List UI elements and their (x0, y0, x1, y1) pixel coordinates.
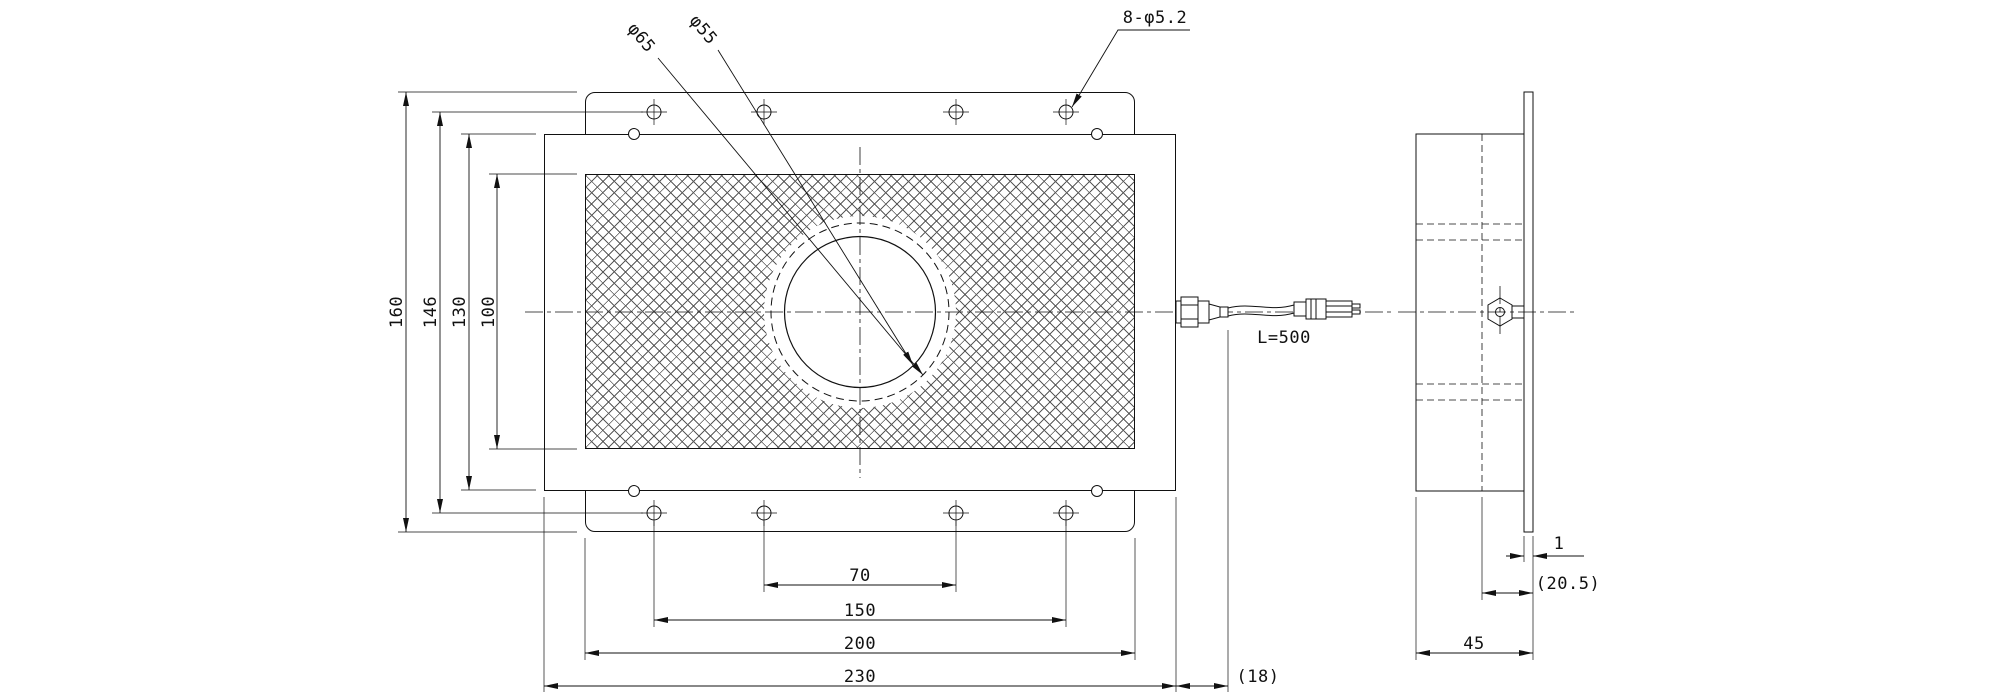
side-view (1398, 91, 1584, 660)
dim-230: 230 (843, 667, 877, 687)
gland-hex-flats (1181, 304, 1198, 320)
dim-160: 160 (387, 295, 407, 329)
side-centerlines (1398, 286, 1574, 338)
cable-gland (1175, 296, 1229, 328)
connector-ferrule (1293, 301, 1307, 317)
extension-lines-bottom (543, 330, 1229, 692)
leader-dia-inner (717, 49, 914, 366)
hole-centermarks (641, 99, 1079, 526)
connector-pin (1351, 303, 1361, 309)
dim-146: 146 (421, 295, 441, 329)
centerlines (525, 147, 1392, 478)
connector-pin (1351, 309, 1361, 315)
dim-150: 150 (843, 601, 877, 621)
dim-100: 100 (479, 295, 499, 329)
connector-plug-lines (1326, 305, 1352, 313)
dim-18: (18) (1236, 667, 1280, 687)
hole-spec-label: 8-φ5.2 (1122, 8, 1188, 28)
gland-tip (1219, 306, 1229, 318)
gland-flange (1175, 300, 1182, 324)
gland-hex-nut (1180, 296, 1199, 328)
dim-20-5: (20.5) (1535, 574, 1601, 594)
side-extension-lines (1415, 497, 1534, 660)
gland-taper (1208, 303, 1221, 321)
cable-line (1227, 312, 1295, 317)
leader-hole-spec (1071, 29, 1190, 108)
gland-body (1197, 300, 1210, 324)
corner-bump (1091, 128, 1103, 140)
cable-connector (1293, 298, 1361, 320)
leader-dia-outer (657, 57, 924, 376)
dim-1: 1 (1553, 534, 1565, 554)
dim-200: 200 (843, 634, 877, 654)
dim-130: 130 (450, 295, 470, 329)
connector-plug (1325, 300, 1353, 318)
corner-bumps (628, 128, 1103, 497)
corner-bump (628, 485, 640, 497)
cable (1227, 304, 1295, 317)
cable-line (1227, 304, 1295, 309)
corner-bump (1091, 485, 1103, 497)
corner-bump (628, 128, 640, 140)
dim-45: 45 (1463, 634, 1485, 654)
side-dimension-lines (1416, 553, 1584, 656)
dimension-lines (403, 92, 1228, 689)
cable-length-label: L=500 (1257, 328, 1311, 348)
extension-lines-left (398, 91, 643, 533)
dim-70: 70 (849, 566, 871, 586)
front-view (398, 29, 1392, 692)
connector-housing-lines (1310, 299, 1317, 319)
